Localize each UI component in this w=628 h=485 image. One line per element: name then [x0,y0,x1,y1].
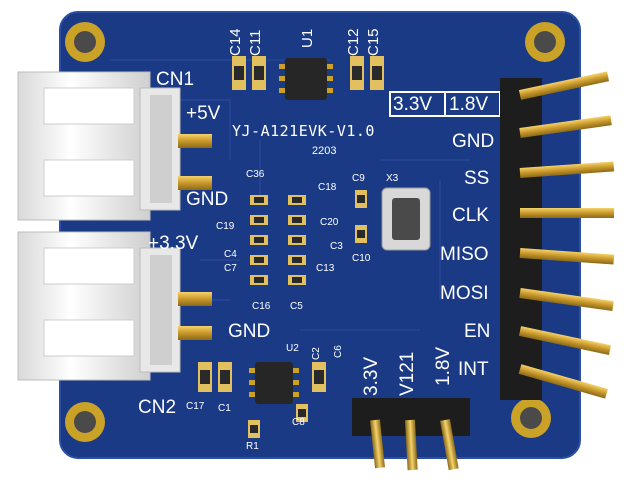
designator-c10: C10 [352,253,371,264]
voltage-select-3v3: 3.3V [393,94,433,115]
designator-c14: C14 [227,28,244,56]
designator-c9: C9 [352,173,365,184]
jumper-label-1v8: 1.8V [433,346,454,386]
smd-capacitor [250,190,367,285]
cn1-pin-top-label: +5V [186,103,221,124]
cn1-connector [17,71,212,221]
designator-c1: C1 [218,403,231,414]
designator-x3: X3 [386,173,399,184]
pin-label-gnd: GND [452,131,495,152]
designator-c4: C4 [224,249,237,260]
u2-chip [255,362,293,404]
designator-c8: C8 [292,417,305,428]
designator-c15: C15 [365,28,382,56]
board-name: YJ-A121EVK-V1.0 [232,122,375,140]
board-revision: 2203 [312,145,337,157]
pin-label-int: INT [458,359,489,380]
cn2-pin-bottom-label: GND [228,321,271,342]
designator-c12: C12 [345,28,362,56]
designator-u1: U1 [299,28,316,48]
jumper-pins [370,419,459,471]
pin-label-en: EN [464,321,491,342]
designator-c18: C18 [318,182,337,193]
pin-label-clk: CLK [452,205,489,226]
jumper-label-v121: V121 [397,351,418,396]
designator-u2: U2 [286,343,299,354]
pin-label-miso: MISO [440,244,489,265]
designator-c2: C2 [311,347,322,360]
cn1-pin-bottom-label: GND [186,189,229,210]
voltage-select-divider [444,92,446,116]
pin-label-mosi: MOSI [440,283,489,304]
designator-c5: C5 [290,301,303,312]
designator-c13: C13 [316,263,335,274]
header-pins [518,71,615,399]
designator-r1: R1 [246,441,259,452]
cn2-pin-top-label: +3.3V [148,233,199,254]
designator-c16: C16 [252,301,271,312]
cn2-connector [17,231,212,381]
designator-c6: C6 [333,345,344,358]
designator-c7: C7 [224,263,237,274]
designator-c19: C19 [216,221,235,232]
designator-c11: C11 [247,29,264,56]
voltage-select-1v8: 1.8V [449,94,489,115]
mounting-hole [65,22,565,442]
pin-label-ss: SS [464,168,490,189]
designator-c3: C3 [330,241,343,252]
designator-c17: C17 [186,401,205,412]
u1-chip [285,58,327,100]
cn2-label: CN2 [138,397,177,418]
designator-c36: C36 [246,169,265,180]
jumper-label-3v3: 3.3V [361,356,382,396]
cn1-label: CN1 [156,69,195,90]
pcb-board [60,12,580,458]
designator-c20: C20 [320,217,339,228]
smd-capacitor [198,362,326,438]
smd-capacitor [232,56,384,90]
